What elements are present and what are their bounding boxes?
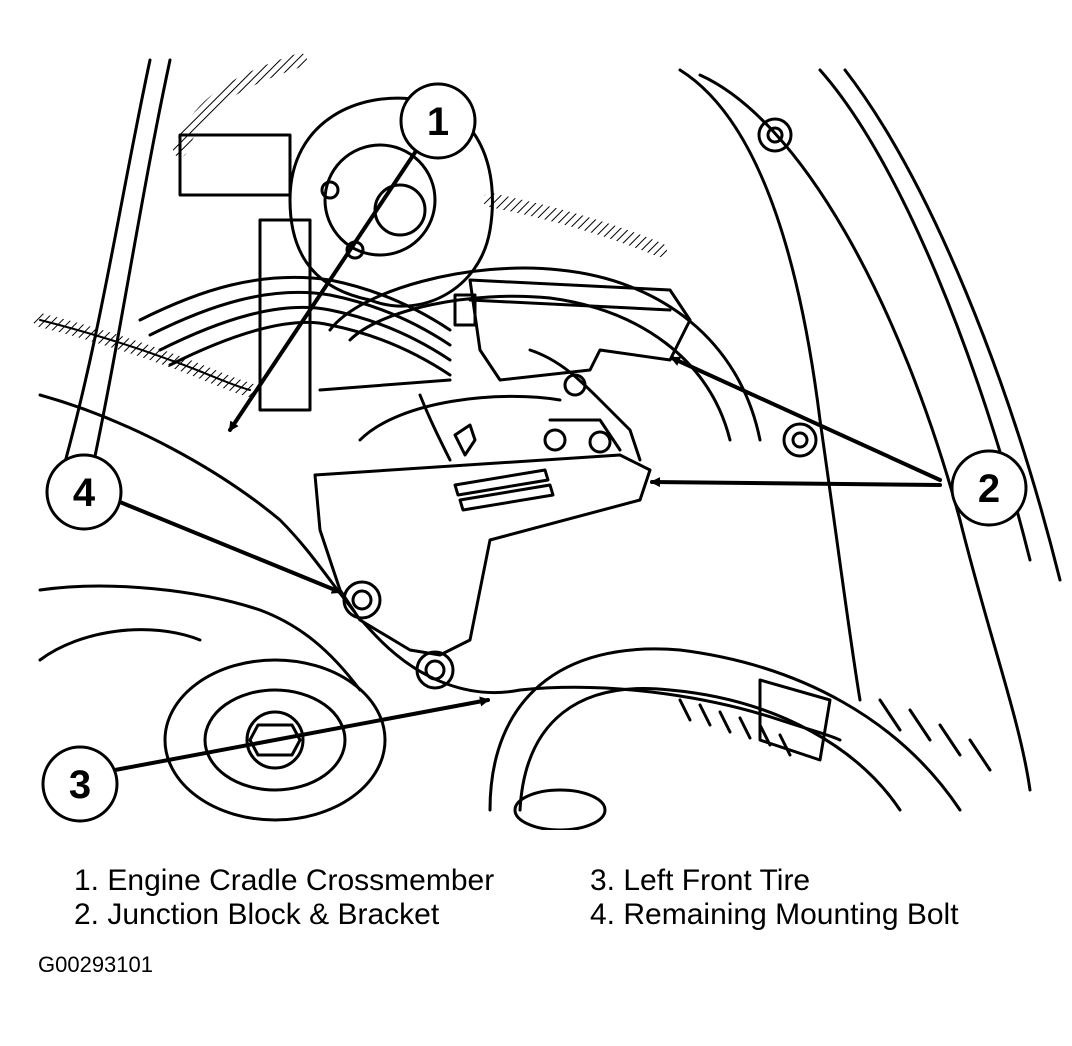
mechanical-illustration: 1 2 3 4	[33, 53, 1062, 830]
callout-label-1: 1	[427, 100, 449, 144]
figure-id: G00293101	[38, 952, 153, 977]
junction-block	[453, 278, 692, 382]
callout-numbers: 1 2 3 4	[69, 100, 1000, 807]
engine-cradle-crossmember	[38, 58, 842, 762]
legend-item-2: 2. Junction Block & Bracket	[74, 898, 494, 932]
legend-item-1: 1. Engine Cradle Crossmember	[74, 864, 494, 898]
brake-lines	[138, 275, 452, 392]
junction-block-bracket	[313, 348, 652, 657]
brake-rotor	[328, 266, 762, 442]
left-front-tire	[488, 647, 992, 830]
remaining-mounting-bolt	[342, 580, 382, 620]
connector	[178, 133, 312, 412]
legend-item-text: Remaining Mounting Bolt	[623, 898, 959, 931]
legend-column-2: 3. Left Front Tire 4. Remaining Mounting…	[590, 864, 959, 932]
legend-item-text: Engine Cradle Crossmember	[107, 864, 495, 897]
hub-nut	[163, 658, 387, 822]
callout-circle-1	[399, 82, 477, 160]
callout-label-2: 2	[978, 467, 1000, 511]
legend-item-number: 1.	[74, 864, 100, 897]
bracket-lower-bolt	[415, 650, 455, 690]
callout-circle-4	[45, 453, 123, 531]
fender-liner	[678, 68, 1062, 792]
callout-circles	[41, 82, 1028, 823]
callout-label-4: 4	[73, 471, 96, 515]
callout-circle-2	[950, 449, 1028, 527]
callout-circle-3	[41, 745, 119, 823]
legend-item-number: 4.	[590, 898, 616, 931]
legend-item-3: 3. Left Front Tire	[590, 864, 959, 898]
legend-column-1: 1. Engine Cradle Crossmember 2. Junction…	[74, 864, 494, 932]
legend-item-text: Junction Block & Bracket	[107, 898, 440, 931]
legend-item-4: 4. Remaining Mounting Bolt	[590, 898, 959, 932]
legend-item-number: 3.	[590, 864, 616, 897]
callout-label-3: 3	[69, 763, 91, 807]
legend-item-text: Left Front Tire	[623, 864, 811, 897]
legend-item-number: 2.	[74, 898, 100, 931]
callout-arrows	[113, 143, 942, 772]
